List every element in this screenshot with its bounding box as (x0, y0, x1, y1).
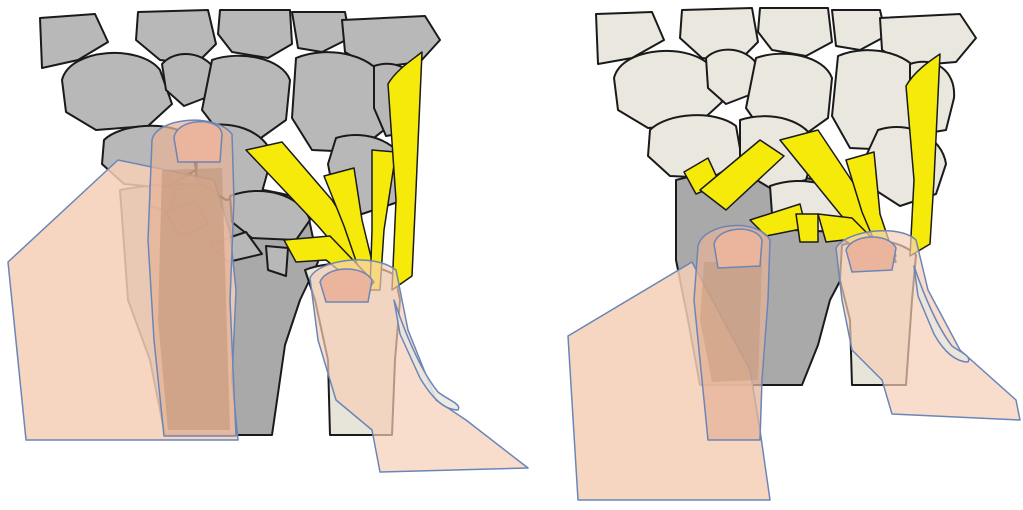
left-thumbnail (174, 122, 222, 162)
right-thumbnail (714, 229, 762, 268)
left-thumb-shadow (158, 168, 230, 430)
right-thumb-shadow (700, 262, 762, 382)
right-fingernail-2 (846, 237, 896, 272)
right-carpal-3 (758, 8, 832, 56)
right-ligament-6 (796, 214, 818, 242)
right-panel (568, 8, 1020, 500)
left-carpal-3 (218, 10, 292, 58)
left-fingernail-2 (320, 269, 372, 302)
left-panel (8, 10, 528, 472)
left-carpal-6 (62, 53, 172, 130)
left-carpal-4 (292, 12, 350, 52)
right-carpal-4 (832, 10, 886, 50)
